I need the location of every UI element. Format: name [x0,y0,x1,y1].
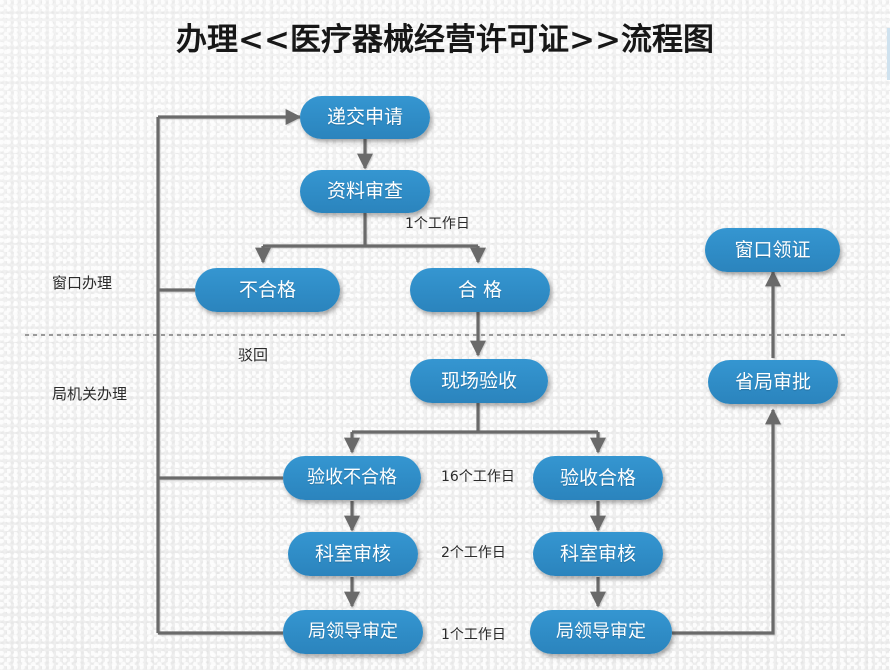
page-title: 办理<<医疗器械经营许可证>>流程图 [176,22,714,58]
edge-label-two-working-days: 2个工作日 [441,545,506,561]
node-submit-application[interactable]: 递交申请 [300,96,430,139]
node-dept-review-left[interactable]: 科室审核 [288,532,418,576]
node-qualified[interactable]: 合 格 [410,268,550,312]
node-inspection-failed[interactable]: 验收不合格 [283,456,421,500]
node-provincial-approval[interactable]: 省局审批 [708,360,838,404]
right-edge-artifact [887,28,890,80]
lane-label-window: 窗口办理 [52,274,113,292]
node-onsite-inspection[interactable]: 现场验收 [410,359,548,403]
node-leader-approval-left[interactable]: 局领导审定 [283,610,423,654]
edge-label-reject: 驳回 [238,346,269,364]
node-window-collect[interactable]: 窗口领证 [705,228,840,272]
edge-leader-right-to-provincial [672,408,781,635]
node-dept-review-right[interactable]: 科室审核 [533,532,663,576]
node-document-review[interactable]: 资料审查 [300,170,430,213]
node-unqualified[interactable]: 不合格 [195,268,340,312]
edge-label-one-working-day-b: 1个工作日 [441,627,506,643]
node-leader-approval-right[interactable]: 局领导审定 [530,610,672,654]
edge-label-one-working-day: 1个工作日 [405,216,470,232]
lane-label-bureau: 局机关办理 [52,385,128,403]
node-inspection-passed[interactable]: 验收合格 [533,456,663,500]
edge-label-sixteen-working-days: 16个工作日 [441,469,515,485]
